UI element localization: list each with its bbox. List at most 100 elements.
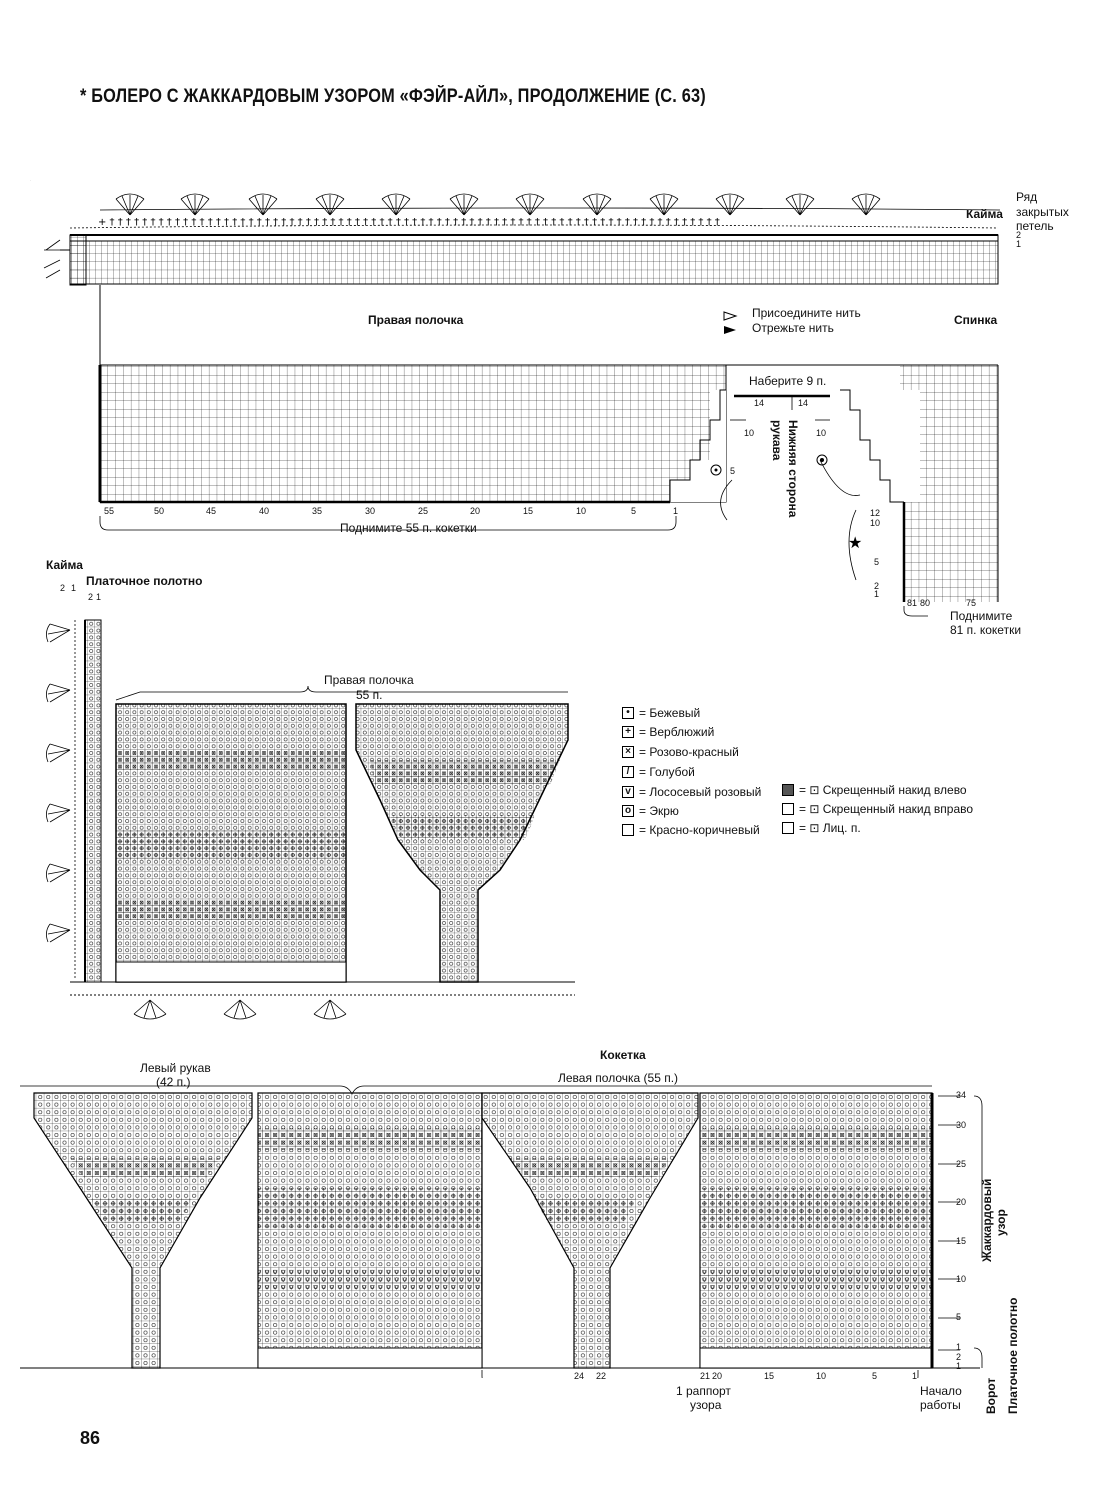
row-num-1b: 1 — [956, 1361, 961, 1371]
label-kaima-mid: Кайма — [46, 558, 83, 572]
dark-swatch-icon — [782, 784, 794, 796]
row-num-20: 20 — [956, 1197, 966, 1207]
label-right-front: Правая полочка — [368, 313, 463, 327]
scale-55: 55 — [104, 506, 114, 516]
col-num-21: 21 — [700, 1371, 710, 1381]
col-num-22: 22 — [596, 1371, 606, 1381]
row-num-25: 25 — [956, 1159, 966, 1169]
label-cast-on: Наберите 9 п. — [746, 374, 829, 388]
label-underarm-2: рукава — [770, 420, 784, 460]
scale-50: 50 — [154, 506, 164, 516]
legend-item-knit: = ⊡ Лиц. п. — [782, 821, 861, 835]
row-mark-12: 12 — [870, 508, 880, 518]
bottom-diagram-graphics — [20, 1078, 1000, 1378]
scale-10: 10 — [576, 506, 586, 516]
sleeve-mark-10b: 10 — [816, 428, 826, 438]
sleeve-mark-10a: 10 — [744, 428, 754, 438]
label-rapport-1: 1 раппорт — [676, 1384, 731, 1398]
label-petel: петель — [1016, 219, 1054, 233]
sleeve-mark-14b: 14 — [798, 398, 808, 408]
row-num-15: 15 — [956, 1236, 966, 1246]
svg-text:+ † † † † † † † † † † † † † †: + † † † † † † † † † † † † † † † † † † † … — [98, 217, 720, 228]
label-underarm-1: Нижняя сторона — [786, 420, 800, 517]
ecru-swatch-icon: o — [622, 805, 634, 817]
legend-text: = Экрю — [639, 804, 679, 818]
label-back: Спинка — [954, 313, 997, 327]
label-left-sleeve-1: Левый рукав — [140, 1061, 211, 1075]
label-platochnoe-mid: Платочное полотно — [86, 574, 202, 588]
empty-swatch-icon — [782, 803, 794, 815]
legend-join-thread: Присоедините нить — [752, 306, 861, 320]
legend-item-pink-red: × = Розово-красный — [622, 745, 739, 759]
blue-swatch-icon: / — [622, 766, 634, 778]
legend-text: = Голубой — [639, 765, 695, 779]
row-num-34: 34 — [956, 1090, 966, 1100]
label-start-2: работы — [920, 1398, 961, 1412]
label-rapport-2: узора — [690, 1398, 721, 1412]
scale-40: 40 — [259, 506, 269, 516]
scale-1: 1 — [673, 506, 678, 516]
label-ryad: Ряд — [1016, 190, 1037, 204]
salmon-swatch-icon: v — [622, 786, 634, 798]
circle-num-1: 1 — [71, 583, 76, 593]
legend-text: = Лососевый розовый — [639, 785, 761, 799]
col-num-5: 5 — [872, 1371, 877, 1381]
label-yoke: Кокетка — [600, 1048, 646, 1062]
scale-5: 5 — [631, 506, 636, 516]
circle-num-2: 2 — [60, 583, 65, 593]
pink-red-swatch-icon: × — [622, 746, 634, 758]
legend-text: = Верблюжий — [639, 725, 714, 739]
label-start-1: Начало — [920, 1384, 962, 1398]
legend-text: = ⊡ Лиц. п. — [799, 821, 861, 835]
row-mark-5: 5 — [874, 557, 879, 567]
legend-item-red-brown: = Красно-коричневый — [622, 823, 760, 837]
legend-item-salmon: v = Лососевый розовый — [622, 785, 761, 799]
legend-text: = Красно-коричневый — [639, 823, 760, 837]
empty-swatch-icon — [782, 822, 794, 834]
legend-text: = ⊡ Скрещенный накид вправо — [799, 802, 973, 816]
legend-item-blue: / = Голубой — [622, 765, 695, 779]
row-mark-10: 10 — [870, 518, 880, 528]
page-number: 86 — [80, 1428, 100, 1449]
col-num-1: 1 — [912, 1371, 917, 1381]
legend-text: = Бежевый — [639, 706, 700, 720]
col-num-20: 20 — [712, 1371, 722, 1381]
middle-diagram-graphics — [30, 600, 600, 1030]
label-pickup-81-b: 81 п. кокетки — [950, 623, 1021, 637]
row-num-30: 30 — [956, 1120, 966, 1130]
row-mark-1b: 1 — [874, 589, 879, 599]
scale-15: 15 — [523, 506, 533, 516]
scale-81: 81 — [907, 598, 917, 608]
legend-text: = ⊡ Скрещенный накид влево — [799, 783, 967, 797]
legend-cut-thread: Отрежьте нить — [752, 321, 834, 335]
label-pickup-81-a: Поднимите — [950, 609, 1012, 623]
scale-20: 20 — [470, 506, 480, 516]
scale-25: 25 — [418, 506, 428, 516]
scale-45: 45 — [206, 506, 216, 516]
legend-item-beige: • = Бежевый — [622, 706, 700, 720]
sleeve-mark-5: 5 — [730, 466, 735, 476]
scale-80: 80 — [920, 598, 930, 608]
legend-item-ecru: o = Экрю — [622, 804, 679, 818]
legend-item-cross-right: = ⊡ Скрещенный накид вправо — [782, 802, 973, 816]
label-pickup-55: Поднимите 55 п. кокетки — [340, 521, 477, 535]
col-num-15: 15 — [764, 1371, 774, 1381]
row-num-5: 5 — [956, 1312, 961, 1322]
row-num-1: 1 — [956, 1342, 961, 1352]
red-brown-swatch-icon — [622, 824, 634, 836]
svg-text:★: ★ — [848, 533, 862, 552]
sleeve-mark-14a: 14 — [754, 398, 764, 408]
label-zakrytyh: закрытых — [1016, 205, 1069, 219]
col-num-10: 10 — [816, 1371, 826, 1381]
label-kaima-top: Кайма — [966, 207, 1003, 221]
camel-swatch-icon: + — [622, 726, 634, 738]
scale-75: 75 — [966, 598, 976, 608]
legend-text: = Розово-красный — [639, 745, 739, 759]
label-platochnoe-bottom: Платочное полотно — [1006, 1298, 1020, 1414]
row-mark-1: 1 — [1016, 239, 1021, 249]
legend-item-camel: + = Верблюжий — [622, 725, 714, 739]
legend-item-cross-left: = ⊡ Скрещенный накид влево — [782, 783, 967, 797]
page-title: * БОЛЕРО С ЖАККАРДОВЫМ УЗОРОМ «ФЭЙР-АЙЛ»… — [80, 86, 706, 108]
beige-swatch-icon: • — [622, 707, 634, 719]
col-num-24: 24 — [574, 1371, 584, 1381]
